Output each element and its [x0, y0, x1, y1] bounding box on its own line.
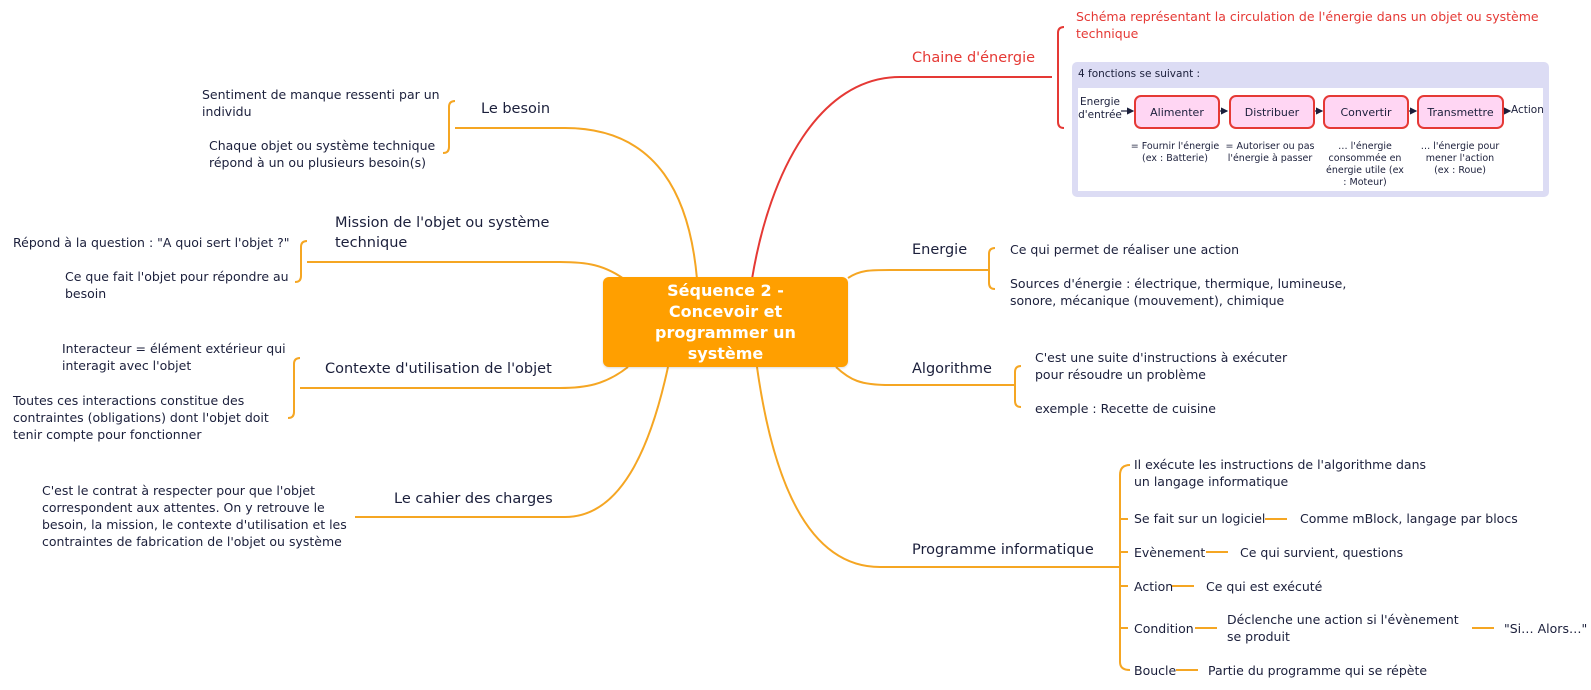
- connector-chaine: [751, 76, 1052, 280]
- bracket-contexte: [287, 357, 301, 419]
- topic-cahier-des-charges[interactable]: Le cahier des charges: [394, 491, 553, 507]
- topic-contexte[interactable]: Contexte d'utilisation de l'objet: [325, 361, 552, 377]
- programme-condition-detail[interactable]: Déclenche une action si l'évènement se p…: [1227, 612, 1459, 644]
- programme-action-detail[interactable]: Ce qui est exécuté: [1206, 579, 1323, 594]
- algorithme-item-1[interactable]: C'est une suite d'instructions à exécute…: [1035, 350, 1288, 382]
- contexte-item-1[interactable]: Interacteur = élément extérieur qui inte…: [62, 341, 286, 373]
- energy-output-label: Action: [1511, 104, 1544, 116]
- chaine-description[interactable]: Schéma représentant la circulation de l'…: [1076, 9, 1539, 41]
- topic-programme-informatique[interactable]: Programme informatique: [912, 542, 1094, 558]
- connector-mission: [307, 261, 629, 283]
- energy-input-label: Energie d'entrée: [1078, 96, 1122, 121]
- connector-cahier: [355, 366, 669, 518]
- bracket-algorithme: [1014, 365, 1022, 408]
- topic-mission[interactable]: Mission de l'objet ou système technique: [335, 215, 550, 251]
- programme-boucle[interactable]: Boucle: [1134, 663, 1177, 678]
- algorithme-item-2[interactable]: exemple : Recette de cuisine: [1035, 401, 1216, 416]
- function-convertir[interactable]: Convertir: [1323, 95, 1409, 129]
- central-topic[interactable]: Séquence 2 - Concevoir et programmer un …: [603, 277, 848, 367]
- bracket-mission: [294, 240, 308, 283]
- cahier-item-1[interactable]: C'est le contrat à respecter pour que l'…: [42, 483, 347, 549]
- besoin-item-1[interactable]: Sentiment de manque ressenti par un indi…: [202, 87, 440, 119]
- programme-action[interactable]: Action: [1134, 579, 1174, 594]
- bracket-programme: [1119, 464, 1131, 671]
- bracket-energie: [988, 247, 996, 290]
- programme-intro[interactable]: Il exécute les instructions de l'algorit…: [1134, 457, 1427, 489]
- programme-evenement[interactable]: Evènement: [1134, 545, 1206, 560]
- energy-chain-diagram[interactable]: 4 fonctions se suivant : Energie d'entré…: [1072, 62, 1549, 197]
- topic-chaine-energie[interactable]: Chaine d'énergie: [912, 50, 1036, 66]
- programme-logiciel[interactable]: Se fait sur un logiciel: [1134, 511, 1266, 526]
- programme-condition-extra[interactable]: "Si… Alors…": [1504, 621, 1588, 636]
- programme-condition[interactable]: Condition: [1134, 621, 1194, 636]
- bracket-besoin: [442, 100, 456, 154]
- connector-contexte: [300, 366, 629, 389]
- mission-item-2[interactable]: Ce que fait l'objet pour répondre au bes…: [65, 269, 289, 301]
- mission-item-1[interactable]: Répond à la question : "A quoi sert l'ob…: [13, 235, 290, 250]
- energy-chain-heading: 4 fonctions se suivant :: [1078, 68, 1201, 80]
- topic-besoin[interactable]: Le besoin: [481, 101, 551, 117]
- besoin-item-2[interactable]: Chaque objet ou système technique répond…: [209, 138, 436, 170]
- function-alimenter-desc: = Fournir l'énergie (ex : Batterie): [1130, 141, 1220, 164]
- topic-algorithme[interactable]: Algorithme: [912, 361, 992, 377]
- connector-algorithme: [835, 366, 1015, 386]
- programme-logiciel-detail[interactable]: Comme mBlock, langage par blocs: [1300, 511, 1518, 526]
- contexte-item-2[interactable]: Toutes ces interactions constitue des co…: [13, 393, 269, 442]
- function-alimenter[interactable]: Alimenter: [1134, 95, 1220, 129]
- connector-besoin: [455, 127, 698, 280]
- function-transmettre-desc: … l'énergie pour mener l'action (ex : Ro…: [1420, 141, 1500, 176]
- bracket-chaine: [1057, 26, 1065, 129]
- function-convertir-desc: … l'énergie consommée en énergie utile (…: [1326, 141, 1404, 188]
- programme-boucle-detail[interactable]: Partie du programme qui se répète: [1208, 663, 1428, 678]
- connector-energie: [847, 269, 990, 279]
- central-topic-label: Séquence 2 - Concevoir et programmer un …: [655, 281, 796, 363]
- energie-item-1[interactable]: Ce qui permet de réaliser une action: [1010, 242, 1240, 257]
- energy-chain-panel: Energie d'entrée Alimenter Distribuer Co…: [1078, 88, 1544, 191]
- energie-item-2[interactable]: Sources d'énergie : électrique, thermiqu…: [1010, 276, 1347, 308]
- function-distribuer[interactable]: Distribuer: [1229, 95, 1315, 129]
- function-transmettre[interactable]: Transmettre: [1417, 95, 1504, 129]
- function-distribuer-desc: = Autoriser ou pas l'énergie à passer: [1225, 141, 1315, 164]
- topic-energie[interactable]: Energie: [912, 242, 968, 258]
- connector-programme: [756, 366, 1120, 568]
- programme-evenement-detail[interactable]: Ce qui survient, questions: [1240, 545, 1404, 560]
